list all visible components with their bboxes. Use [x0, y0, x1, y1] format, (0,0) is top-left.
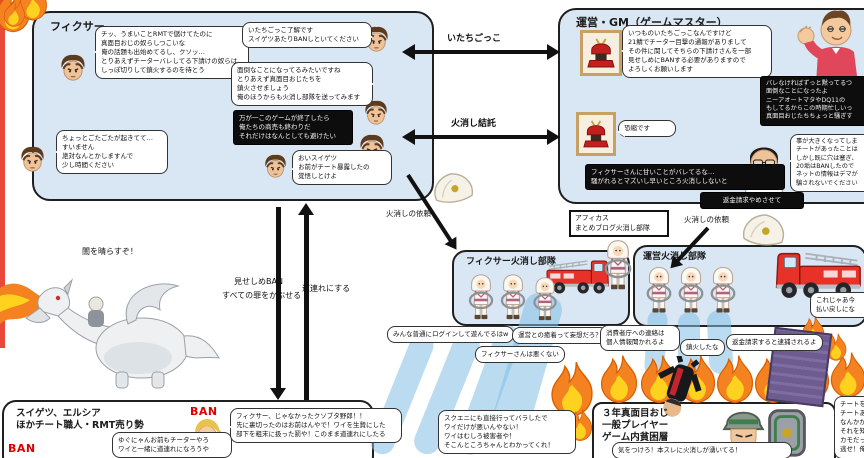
- fixer-bubble-1: チッ、うまいことRMTで儲けてたのに 真面目おじの奴らしつこいな 俺の話題も出始…: [94, 26, 249, 80]
- fixer-bubble-6: おいスイゲツ お前がチート暴露したの 覚悟しとけよ: [291, 150, 392, 186]
- fixer-squad-comment-3: フィクサーさんは悪くない: [475, 346, 565, 364]
- gm-bubble-4-black: フィクサーさんに甘いことがバレてるな… 騒がれるとマズいし早いところ火消ししない…: [585, 164, 785, 191]
- ban-label: BAN: [190, 405, 218, 418]
- down-arrow-icon: [270, 207, 286, 400]
- subete-tsumi-label: すべての罪をかぶせる: [222, 291, 302, 300]
- players-bubble-warning: 気をつけろ！本スレに火消しが湧いてる！: [612, 442, 792, 458]
- fixer-squad-comment-1: みんな普通にログインして遊んでるはw: [387, 326, 515, 344]
- firefighter-hood-icon: [428, 168, 478, 208]
- unei-squad-comment-4: これじゃあ今 払い戻しにな: [810, 292, 864, 319]
- cheaters-bubble-1: ゆぐにゃんお前もチーターやろ ワイと一緒に道連れになろうや: [112, 432, 232, 458]
- players-panel-title: ３年真面目おじ 一般プレイヤー ゲーム内貧困層: [602, 408, 669, 443]
- gm-bubble-5: 事が大きくなってしま チートがあったことは しかし既に穴は塞ぎ、 20垢はBAN…: [789, 134, 864, 193]
- firefighter-icon: [710, 266, 736, 314]
- arrow-label-hikeshi-kettaku: 火消し結託: [451, 119, 497, 129]
- firefighter-icon: [678, 266, 704, 314]
- fire-icon: [598, 352, 640, 406]
- unei-squad-comment-2: 鎮火したな: [680, 339, 725, 357]
- samurai-armor-avatar-icon: [576, 112, 616, 156]
- fixer-squad-comment-2: 運営との癒着って妄想だろ？: [512, 327, 608, 345]
- request-label-left: 火消しの依頼: [386, 209, 431, 218]
- left-red-border: [0, 0, 5, 348]
- samurai-armor-avatar-icon: [580, 30, 622, 76]
- firefighter-icon: [532, 277, 558, 321]
- michizure-label: 道連れにする: [302, 284, 351, 293]
- cheaters-panel-title: スイゲツ、エルシア ほかチート職人・RMT売り勢: [16, 408, 144, 431]
- up-arrow-icon: [298, 203, 314, 400]
- gm-refund-label: 返金請求やめさせて: [700, 192, 804, 210]
- double-arrow-icon: [402, 44, 560, 60]
- players-bubble-left: スクエニにも直接行ってバラしたで ワイだけが悪いんやない！ ワイはむしろ被害者や…: [438, 410, 576, 455]
- firefighter-icon: [468, 274, 494, 320]
- fixer-avatar-icon: [264, 154, 287, 179]
- gm-bubble-3: 恐縮です: [617, 120, 676, 138]
- unei-squad-title: 運営火消し部隊: [643, 252, 707, 262]
- firefighter-hood-icon: [738, 210, 790, 251]
- request-label-right: 火消しの依頼: [684, 215, 729, 224]
- gm-bubble-1: いつものいたちごっこなんですけど 21鯖でチーター目撃の通報がありまして その件…: [621, 25, 772, 79]
- affiliate-blog-label: アフィカス まとめブログ火消し部隊: [569, 210, 669, 238]
- ban-label: BAN: [8, 442, 36, 455]
- players-bubble-right-truncated: チートを報 チートあり なんかが それを知 カモだった 逃せ！俺: [834, 396, 864, 458]
- unei-squad-comment-1: 消費者庁への連絡は 個人情報聞かれるよ: [600, 325, 680, 352]
- fixer-avatar-icon: [20, 146, 45, 173]
- burning-man-icon: [657, 356, 702, 417]
- firefighter-icon: [500, 274, 526, 320]
- arrow-label-itachigokko: いたちごっこ: [447, 34, 502, 44]
- fixer-avatar-icon: [60, 54, 86, 82]
- double-arrow-icon: [402, 129, 560, 145]
- fire-icon: [714, 352, 756, 406]
- cheaters-bubble-2: フィクサー、じゃなかったクソブタ野郎！！ 先に裏切ったのはお前はんやで！ワイを生…: [229, 408, 402, 444]
- misesime-ban-label: 見せしめBAN: [234, 277, 283, 286]
- unei-squad-comment-3: 返金請求すると逮捕されるよ: [726, 334, 823, 352]
- fixer-squad-title: フィクサー火消し部隊: [466, 257, 556, 267]
- firefighter-icon: [646, 266, 672, 314]
- fixer-bubble-5: ちょっとごたごたが起きてて… すいません 絶対なんとかしますんで 少し時間くださ…: [55, 130, 168, 175]
- fixer-bubble-4-black: 万が一このゲームが終了したら 俺たちの商売も終わりだ それだけはなんとしても避け…: [233, 110, 353, 146]
- firefighter-icon: [604, 238, 632, 292]
- gm-staff-avatar-icon: [797, 10, 858, 84]
- dragon-icon: [0, 278, 220, 389]
- fixer-bubble-3: 面倒なことになってるみたいですね とりあえず真面目おじたちを 鎮火させましょう …: [231, 62, 374, 107]
- fixer-panel-title: フィクサー: [50, 20, 105, 33]
- fixer-bubble-2: いたちごっこ了解です スイゲツあたりBANしといてください: [242, 22, 373, 49]
- gm-bubble-2-black: バレなければずっと黙ってるつ 面倒なことになったよ ニーアオートマタやDQ11の…: [760, 76, 864, 126]
- dragon-shout-label: 闇を晴らすぞ！: [82, 247, 138, 256]
